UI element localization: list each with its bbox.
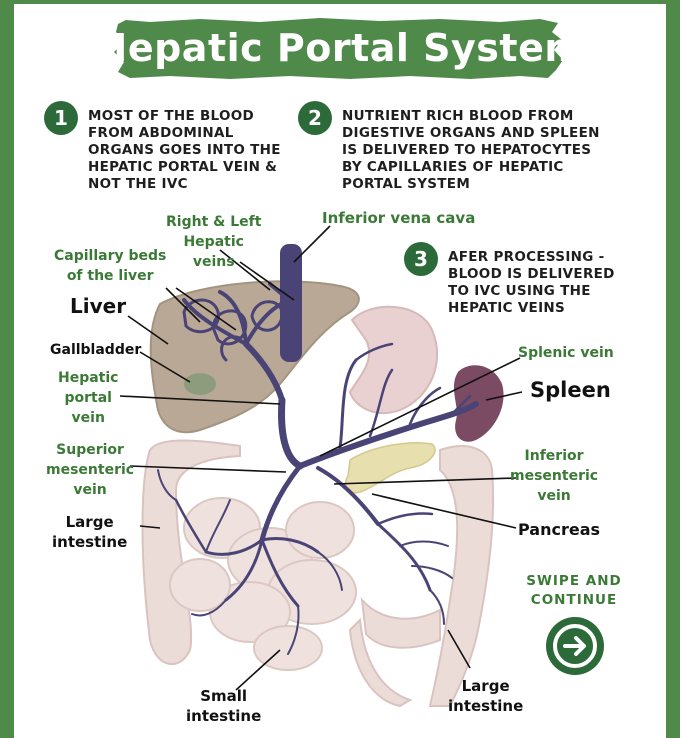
step-2-line: PORTAL SYSTEM [342, 176, 471, 192]
label-line: portal [64, 390, 112, 406]
step-3-line: BLOOD IS DELIVERED [448, 266, 615, 282]
label-line: Superior [56, 442, 124, 458]
step-3-line: TO IVC USING THE [448, 283, 591, 299]
step-2-line: BY CAPILLARIES OF HEPATIC [342, 159, 564, 175]
small-intestine-shape [169, 497, 357, 671]
step-2-line: DIGESTIVE ORGANS AND SPLEEN [342, 125, 600, 141]
frame-right [666, 0, 680, 738]
gallbladder-shape [184, 373, 216, 395]
label-right-left-hepatic-veins: Right & Left Hepatic veins [166, 212, 261, 272]
step-2-number: 2 [298, 101, 332, 135]
right-arrow-icon [553, 624, 597, 668]
step-2-line: IS DELIVERED TO HEPATOCYTES [342, 142, 592, 158]
label-splenic-vein: Splenic vein [518, 345, 614, 361]
label-line: vein [71, 410, 105, 426]
step-3-number: 3 [404, 242, 438, 276]
title-brush-stroke [114, 18, 563, 79]
label-gallbladder: Gallbladder [50, 342, 142, 358]
vein-network [157, 282, 479, 655]
label-line: Capillary beds [54, 248, 167, 264]
label-spleen: Spleen [530, 378, 611, 402]
pancreas-shape [344, 442, 436, 494]
next-button[interactable] [546, 617, 604, 675]
step-1-line: ORGANS GOES INTO THE [88, 142, 281, 158]
label-small-intestine: Small intestine [186, 686, 261, 726]
label-large-intestine-right: Large intestine [448, 676, 523, 716]
step-2-text: NUTRIENT RICH BLOOD FROM DIGESTIVE ORGAN… [342, 108, 600, 193]
step-3-line: HEPATIC VEINS [448, 300, 566, 316]
step-3-line: AFER PROCESSING - [448, 249, 605, 265]
label-line: intestine [52, 533, 128, 551]
label-inferior-vena-cava: Inferior vena cava [322, 209, 476, 227]
label-liver: Liver [70, 294, 127, 318]
swipe-line: CONTINUE [530, 592, 618, 608]
label-line: veins [192, 254, 235, 270]
label-line: Large [461, 677, 510, 695]
label-hepatic-portal-vein: Hepatic portal vein [58, 368, 118, 428]
label-line: Large [65, 513, 114, 531]
inferior-vena-cava-shape [280, 244, 302, 362]
label-line: Small [200, 687, 248, 705]
step-1-text: MOST OF THE BLOOD FROM ABDOMINAL ORGANS … [88, 108, 281, 193]
label-line: vein [73, 482, 107, 498]
label-line: intestine [448, 697, 524, 715]
title-banner: Hepatic Portal System [0, 10, 680, 90]
label-line: Right & Left [166, 214, 262, 230]
label-inferior-mesenteric-vein: Inferior mesenteric vein [510, 446, 598, 506]
page-title: Hepatic Portal System [95, 26, 585, 70]
step-1-line: HEPATIC PORTAL VEIN & [88, 159, 278, 175]
label-line: mesenteric [510, 468, 599, 484]
stomach-shape [348, 305, 439, 415]
label-line: vein [537, 488, 571, 504]
swipe-prompt: SWIPE AND CONTINUE [526, 572, 622, 610]
label-superior-mesenteric-vein: Superior mesenteric vein [46, 440, 134, 500]
label-line: Hepatic [58, 370, 119, 386]
label-line: of the liver [66, 268, 154, 284]
label-line: intestine [186, 707, 262, 725]
step-1-number: 1 [44, 101, 78, 135]
label-line: Hepatic [183, 234, 244, 250]
step-1-line: MOST OF THE BLOOD [88, 108, 255, 124]
label-line: mesenteric [46, 462, 135, 478]
label-capillary-beds: Capillary beds of the liver [54, 246, 166, 286]
label-pancreas: Pancreas [518, 520, 601, 539]
leader-lines [119, 225, 523, 691]
step-3-text: AFER PROCESSING - BLOOD IS DELIVERED TO … [448, 249, 615, 317]
step-1-line: FROM ABDOMINAL [88, 125, 234, 141]
frame-left [0, 0, 14, 738]
label-large-intestine-left: Large intestine [52, 512, 127, 552]
swipe-line: SWIPE AND [526, 573, 622, 589]
step-1-line: NOT THE IVC [88, 176, 188, 192]
step-2-line: NUTRIENT RICH BLOOD FROM [342, 108, 574, 124]
frame-top [0, 0, 680, 4]
label-line: Inferior [524, 448, 584, 464]
